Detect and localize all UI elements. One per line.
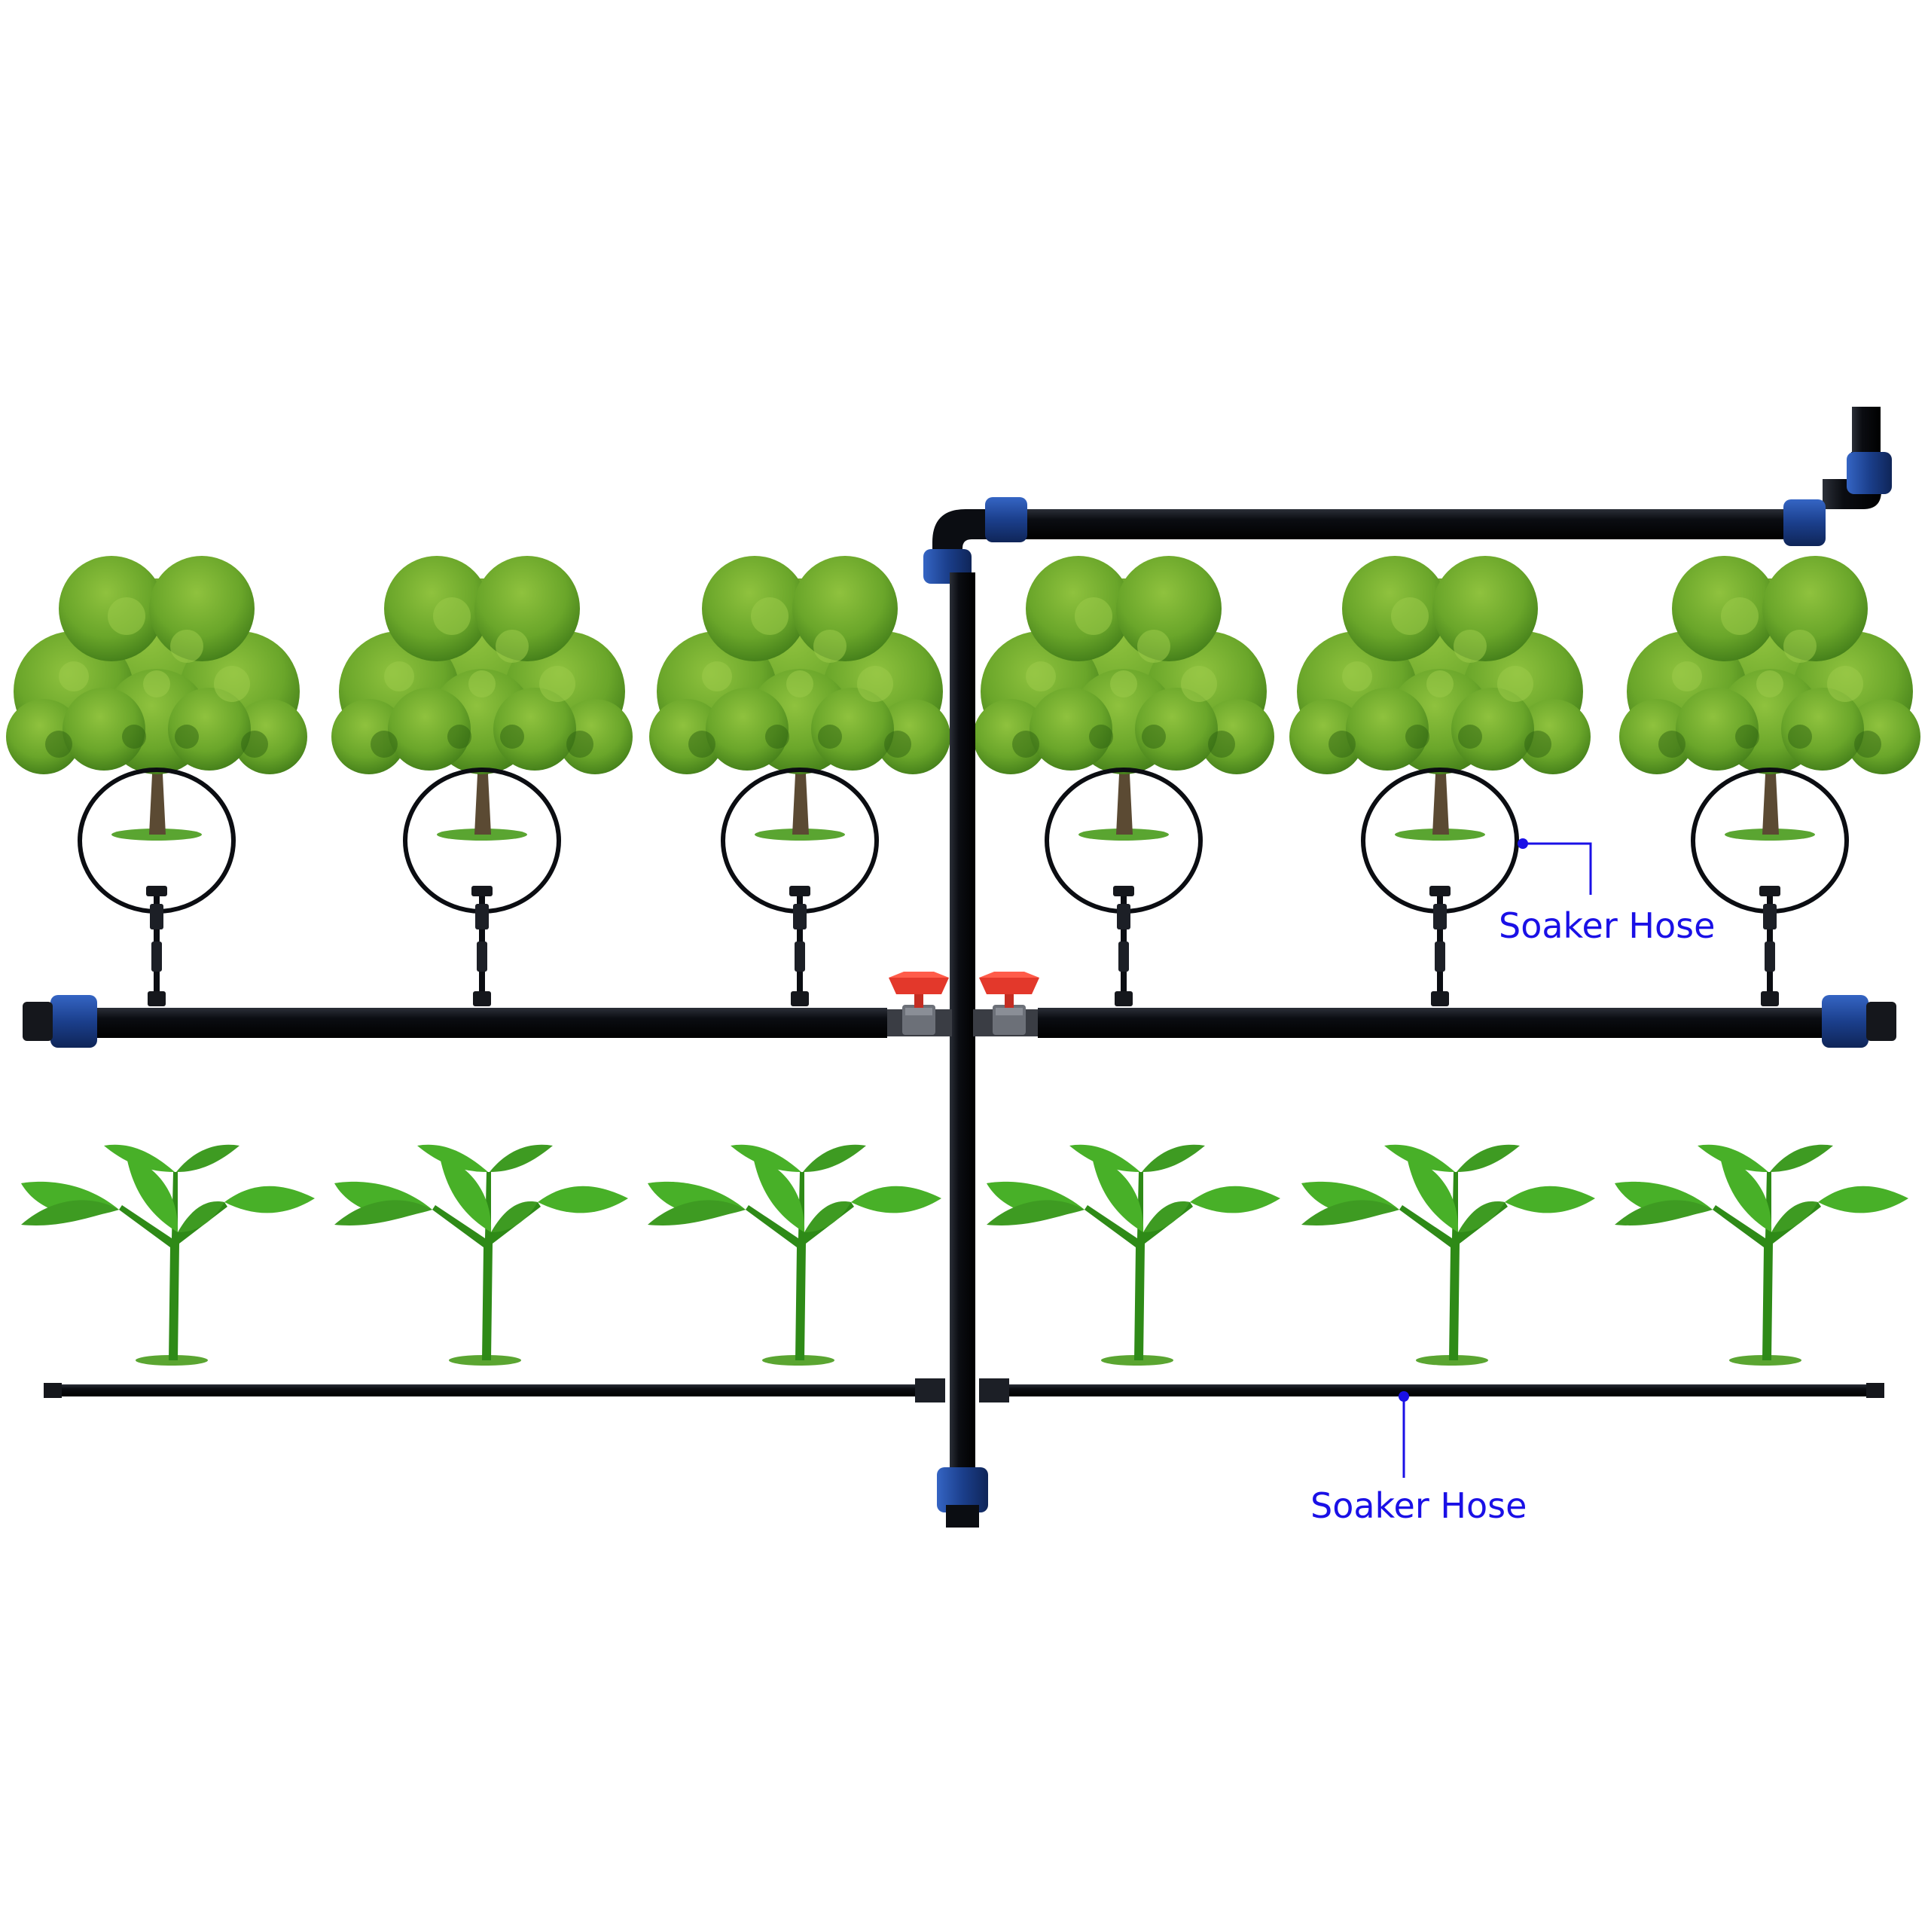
seedling-icon xyxy=(21,1144,315,1366)
pipe-coupling-icon xyxy=(50,995,97,1048)
hose-connector xyxy=(915,1378,945,1402)
soaker-hose-label-upper: Soaker Hose xyxy=(1499,905,1716,946)
tree-icon xyxy=(1619,556,1920,841)
main-vertical-pipe xyxy=(950,572,975,1521)
hose-connector xyxy=(979,1378,1009,1402)
drip-stem xyxy=(1759,886,1780,1006)
soaker-hose-line-right xyxy=(979,1384,1883,1396)
pipe-coupling-icon xyxy=(1847,452,1892,494)
pipe-end-cap xyxy=(23,1002,53,1041)
drip-stem xyxy=(1429,886,1451,1006)
drip-stem xyxy=(789,886,810,1006)
tree-icon xyxy=(1289,556,1591,841)
soaker-hose-line-left xyxy=(45,1384,945,1396)
pipe-coupling-icon xyxy=(985,497,1027,542)
lateral-line-left xyxy=(60,1008,887,1038)
drip-stem xyxy=(146,886,167,1006)
tree-icon xyxy=(331,556,633,841)
tree-icon xyxy=(649,556,950,841)
pipe-coupling-icon xyxy=(1822,995,1869,1048)
pipe-end-cap xyxy=(44,1383,62,1398)
seedling-icon xyxy=(1301,1144,1595,1366)
supply-line-top xyxy=(994,509,1823,539)
seedling-icon xyxy=(1615,1144,1908,1366)
callout-leaders xyxy=(1399,838,1592,1478)
pipe-coupling-icon xyxy=(1783,499,1826,546)
soaker-hose-rings xyxy=(78,768,1849,1006)
tree-icon xyxy=(6,556,307,841)
tree-icon xyxy=(973,556,1274,841)
pipe-network xyxy=(23,407,1896,1528)
lateral-line-right xyxy=(1038,1008,1860,1038)
drip-stem xyxy=(1113,886,1134,1006)
seedling-icon xyxy=(334,1144,628,1366)
drip-stem xyxy=(471,886,493,1006)
pipe-coupling-icon xyxy=(937,1467,988,1512)
callout-leader xyxy=(1523,842,1592,895)
pipe-end-cap xyxy=(1866,1002,1896,1041)
pipe-end-cap xyxy=(946,1505,979,1528)
seedling-icon xyxy=(648,1144,941,1366)
seedling-icon xyxy=(987,1144,1280,1366)
soaker-hose-label-lower: Soaker Hose xyxy=(1310,1485,1527,1526)
pipe-end-cap xyxy=(1866,1383,1884,1398)
